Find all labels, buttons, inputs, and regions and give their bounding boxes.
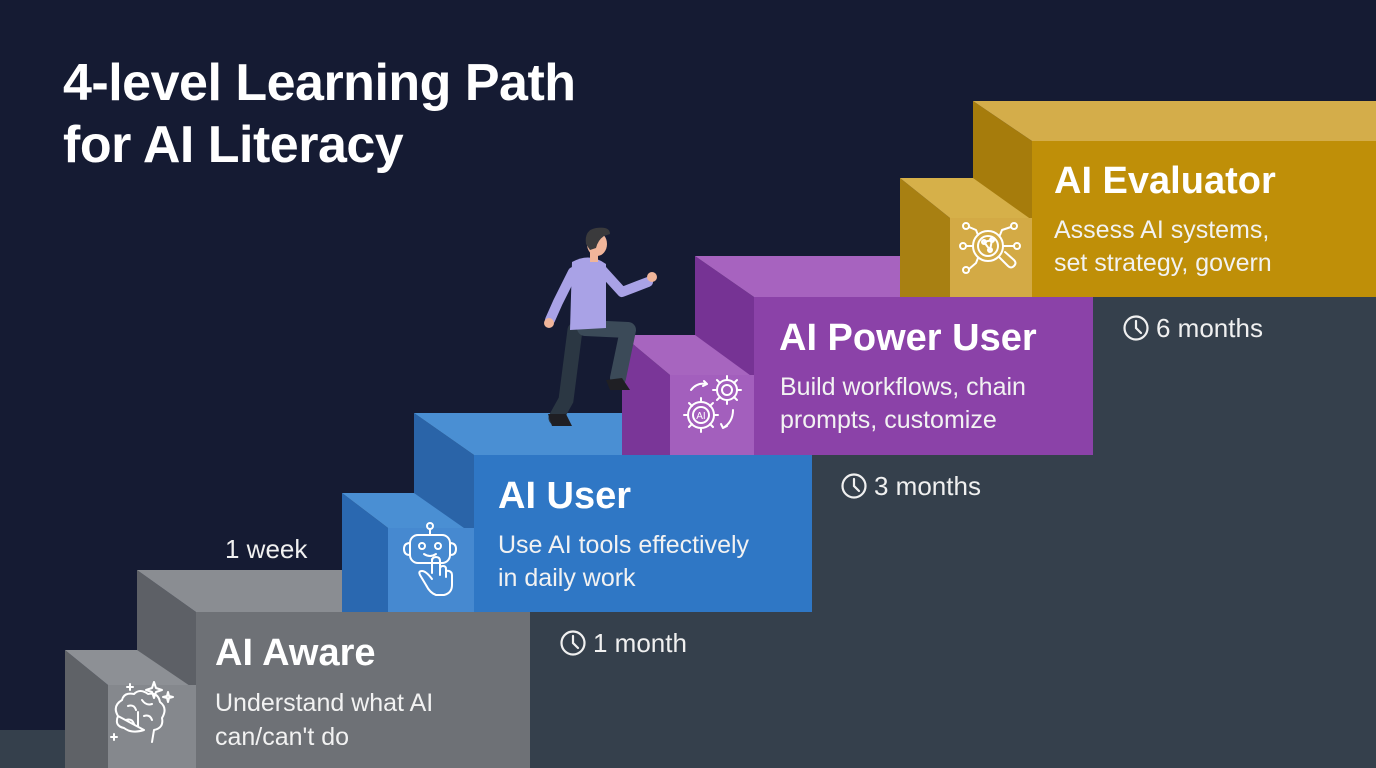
clock-icon (841, 473, 867, 499)
level-desc-ai-evaluator-line2: set strategy, govern (1054, 249, 1272, 277)
ai-label: AI (696, 411, 705, 422)
page-title: 4-level Learning Path for AI Literacy (63, 52, 576, 176)
title-line-1: 4-level Learning Path (63, 54, 576, 112)
floor-region (0, 730, 65, 768)
duration-ai-user: 1 month (559, 628, 687, 658)
step-ai-user (342, 413, 812, 612)
duration-ai-evaluator: 6 months (1122, 313, 1263, 343)
level-desc-ai-aware-line1: Understand what AI (215, 689, 434, 717)
title-line-2: for AI Literacy (63, 116, 404, 174)
level-title-ai-evaluator: AI Evaluator (1054, 160, 1276, 202)
floor-region-right (530, 297, 1376, 768)
level-desc-ai-user-line2: in daily work (498, 564, 636, 592)
duration-ai-aware: 1 week (225, 534, 307, 564)
brain-sparkles-icon (110, 681, 174, 743)
level-desc-ai-power-user-line2: prompts, customize (780, 406, 997, 434)
ai-gears-icon: AI (683, 375, 742, 433)
level-title-ai-aware: AI Aware (215, 632, 376, 674)
climbing-person-figure (544, 227, 657, 426)
magnifier-network-icon (959, 222, 1021, 274)
level-desc-ai-evaluator-line1: Assess AI systems, (1054, 216, 1270, 244)
duration-ai-power-user: 3 months (840, 471, 981, 501)
duration-label: 6 months (1156, 313, 1263, 343)
level-title-ai-user: AI User (498, 475, 632, 517)
duration-label: 1 month (593, 628, 687, 658)
robot-touch-icon (403, 522, 457, 596)
level-title-ai-power-user: AI Power User (779, 317, 1037, 359)
clock-icon (1123, 315, 1149, 341)
level-desc-ai-aware-line2: can/can't do (215, 723, 350, 751)
duration-label: 1 week (225, 534, 308, 564)
clock-icon (560, 630, 586, 656)
level-desc-ai-power-user-line1: Build workflows, chain (780, 373, 1026, 401)
duration-label: 3 months (874, 471, 981, 501)
level-desc-ai-user-line1: Use AI tools effectively (498, 531, 750, 559)
